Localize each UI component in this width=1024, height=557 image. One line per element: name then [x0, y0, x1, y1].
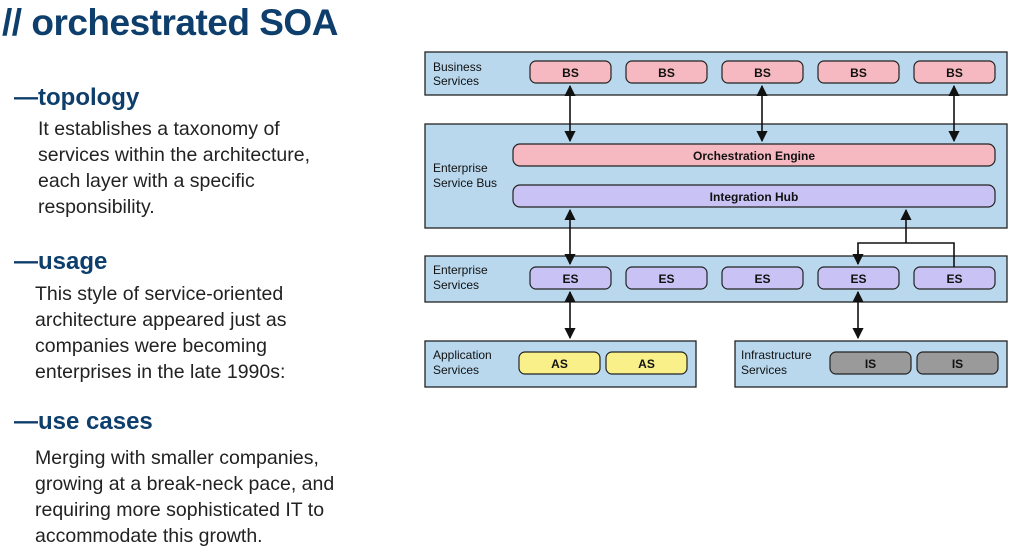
bs-label: BS — [946, 66, 963, 80]
is-box — [829, 351, 912, 375]
text-line: services within the architecture, — [38, 144, 311, 166]
es-label: ES — [754, 272, 770, 286]
layer-label: Services — [741, 363, 787, 377]
layer-enterprise-service-bus — [424, 123, 1008, 229]
page-title: // orchestrated SOA — [2, 2, 338, 43]
es-label: ES — [658, 272, 674, 286]
text-line: growing at a break-neck pace, and — [35, 473, 335, 495]
section-heading-topology: —topology — [14, 84, 140, 111]
text-line: accommodate this growth. — [35, 525, 263, 547]
text-line: requiring more sophisticated IT to — [35, 499, 325, 521]
text-line: companies were becoming — [35, 335, 267, 357]
bs-label: BS — [754, 66, 771, 80]
es-label: ES — [562, 272, 578, 286]
section-body-topology: It establishes a taxonomy of services wi… — [38, 116, 398, 220]
layer-enterprise-services — [424, 255, 1008, 303]
es-label: ES — [850, 272, 866, 286]
layer-label: Service Bus — [433, 176, 497, 190]
es-label: ES — [946, 272, 962, 286]
bs-box — [913, 60, 996, 84]
bs-box — [625, 60, 708, 84]
bs-box — [529, 60, 612, 84]
section-heading-use-cases: —use cases — [14, 408, 153, 435]
bs-label: BS — [850, 66, 867, 80]
connectors — [564, 84, 960, 340]
as-label: AS — [638, 357, 655, 371]
orchestration-engine-box — [512, 143, 996, 167]
is-box — [916, 351, 999, 375]
layer-label: Infrastructure — [741, 348, 812, 362]
text-line: This style of service-oriented — [35, 283, 284, 305]
orchestration-engine-label: Orchestration Engine — [693, 149, 815, 163]
bs-label: BS — [562, 66, 579, 80]
is-label: IS — [952, 357, 963, 371]
bs-box — [817, 60, 900, 84]
as-box — [605, 351, 688, 375]
text-line: each layer with a specific — [38, 170, 255, 192]
layer-label: Business — [433, 60, 482, 74]
as-label: AS — [551, 357, 568, 371]
text-line: responsibility. — [38, 196, 155, 218]
section-body-usage: This style of service-oriented architect… — [35, 281, 395, 385]
layer-label: Application — [433, 348, 492, 362]
layer-business-services — [424, 51, 1008, 96]
as-box — [518, 351, 601, 375]
layer-label: Enterprise — [433, 161, 488, 175]
layer-label: Services — [433, 278, 479, 292]
es-box — [721, 266, 804, 290]
layer-label: Services — [433, 74, 479, 88]
section-heading-usage: —usage — [14, 248, 108, 275]
es-box — [529, 266, 612, 290]
text-line: architecture appeared just as — [35, 309, 287, 331]
bs-label: BS — [658, 66, 675, 80]
bs-box — [721, 60, 804, 84]
integration-hub-label: Integration Hub — [710, 190, 799, 204]
section-body-use-cases: Merging with smaller companies, growing … — [35, 445, 395, 549]
is-label: IS — [865, 357, 876, 371]
integration-hub-box — [512, 184, 996, 208]
es-boxes: ES ES ES ES ES — [529, 266, 996, 290]
layer-label: Services — [433, 363, 479, 377]
text-line: enterprises in the late 1990s: — [35, 361, 286, 383]
layer-label: Enterprise — [433, 263, 488, 277]
text-line: Merging with smaller companies, — [35, 447, 319, 469]
es-box — [625, 266, 708, 290]
es-box — [817, 266, 900, 290]
bs-boxes: BS BS BS BS BS — [529, 60, 996, 84]
text-line: It establishes a taxonomy of — [38, 118, 280, 140]
